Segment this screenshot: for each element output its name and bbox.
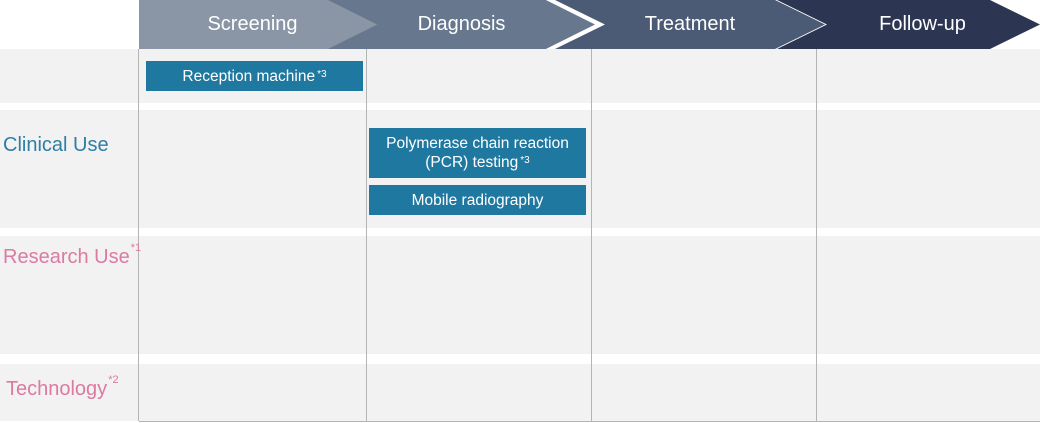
stage-label: Screening: [207, 13, 298, 35]
grid-line-left: [138, 49, 139, 421]
stage-label: Treatment: [644, 13, 736, 35]
stage-label: Diagnosis: [417, 13, 506, 35]
entry-text-line1: Polymerase chain reaction: [386, 135, 569, 152]
row-label-technology: Technology*2: [6, 374, 119, 401]
grid-line-screening-diagnosis: [366, 49, 367, 421]
stage-chevron-screening: Screening: [139, 0, 380, 49]
row-label-research-use: Research Use*1: [3, 242, 141, 269]
footnote-marker: *3: [520, 155, 530, 166]
entry-pcr-testing: Polymerase chain reaction (PCR) testing*…: [369, 128, 586, 178]
row-band-research: [0, 236, 1040, 354]
entry-text-line2: (PCR) testing: [425, 154, 519, 171]
row-label-text: Research Use: [3, 246, 130, 268]
row-label-clinical-use: Clinical Use: [3, 134, 109, 157]
row-label-text: Clinical Use: [3, 134, 109, 156]
footnote-marker: *3: [317, 68, 327, 80]
entry-mobile-radiography: Mobile radiography: [369, 185, 586, 215]
row-label-text: Technology: [6, 378, 108, 400]
entry-text: Mobile radiography: [411, 191, 544, 209]
stage-chevron-treatment: Treatment: [555, 0, 825, 49]
stage-label: Follow-up: [879, 13, 966, 35]
footnote-marker: *1: [130, 242, 142, 254]
entry-text: Reception machine: [182, 67, 316, 85]
row-band-technology: [0, 364, 1040, 421]
grid-line-diagnosis-treatment: [591, 49, 592, 421]
grid-line-bottom: [139, 421, 1040, 422]
grid-line-treatment-followup: [816, 49, 817, 421]
entry-reception-machine: Reception machine*3: [146, 61, 363, 91]
footnote-marker: *2: [108, 374, 119, 386]
